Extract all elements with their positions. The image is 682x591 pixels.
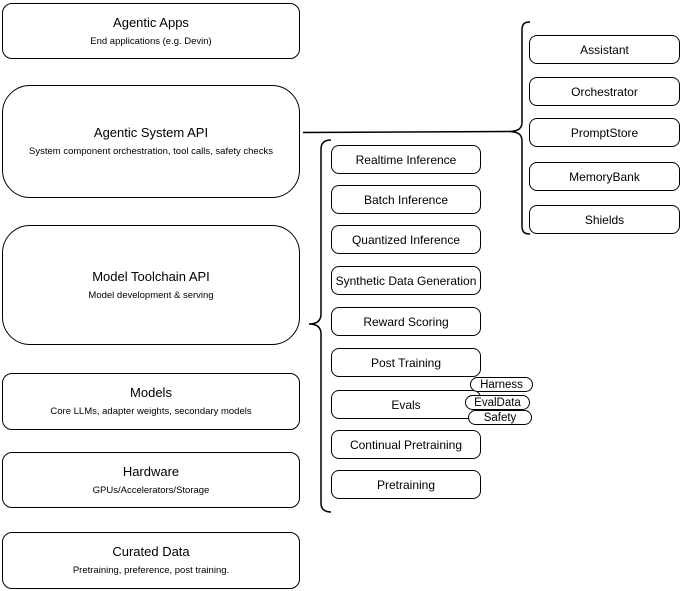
stack-box-models: Models Core LLMs, adapter weights, secon…: [2, 373, 300, 430]
toolchain-box-continual-pretraining: Continual Pretraining: [331, 430, 481, 459]
toolchain-box-quantized-inference: Quantized Inference: [331, 225, 481, 254]
component-box-promptstore: PromptStore: [529, 118, 680, 147]
box-subtitle: Pretraining, preference, post training.: [72, 565, 230, 576]
box-label: Continual Pretraining: [349, 437, 463, 452]
box-label: Assistant: [580, 42, 629, 57]
pill-label: Safety: [483, 411, 517, 424]
box-label: Realtime Inference: [355, 152, 457, 167]
pill-label: Harness: [480, 378, 523, 391]
component-box-shields: Shields: [529, 205, 680, 234]
eval-tag-evaldata: EvalData: [465, 395, 530, 410]
toolchain-box-batch-inference: Batch Inference: [331, 185, 481, 214]
box-title: Curated Data: [112, 544, 190, 559]
eval-tag-safety: Safety: [468, 410, 532, 425]
pill-label: EvalData: [474, 396, 521, 409]
toolchain-box-evals: Evals: [331, 390, 481, 419]
box-label: Orchestrator: [571, 84, 638, 99]
box-title: Hardware: [122, 463, 180, 479]
eval-tag-harness: Harness: [470, 377, 533, 392]
box-label: MemoryBank: [569, 169, 640, 184]
stack-box-agentic-system-api: Agentic System API System component orch…: [2, 85, 300, 198]
box-label: Pretraining: [376, 477, 436, 492]
box-label: PromptStore: [570, 125, 639, 140]
component-box-assistant: Assistant: [529, 35, 680, 64]
box-label: Evals: [391, 397, 421, 412]
box-label: Reward Scoring: [363, 314, 449, 329]
box-label: Shields: [584, 212, 625, 227]
stack-box-agentic-apps: Agentic Apps End applications (e.g. Devi…: [2, 3, 300, 59]
stack-box-model-toolchain-api: Model Toolchain API Model development & …: [2, 225, 300, 345]
toolchain-box-pretraining: Pretraining: [331, 470, 481, 499]
component-box-orchestrator: Orchestrator: [529, 77, 680, 106]
system-api-connector-line: [302, 130, 509, 134]
box-subtitle: End applications (e.g. Devin): [90, 35, 212, 47]
box-title: Model Toolchain API: [92, 268, 210, 284]
stack-box-curated-data: Curated Data Pretraining, preference, po…: [2, 532, 300, 589]
toolchain-brace: [308, 139, 332, 513]
toolchain-box-realtime-inference: Realtime Inference: [331, 145, 481, 174]
box-title: Agentic Apps: [113, 14, 189, 30]
toolchain-box-post-training: Post Training: [331, 348, 481, 377]
box-title: Models: [130, 385, 172, 400]
box-title: Agentic System API: [93, 125, 209, 140]
box-label: Post Training: [370, 355, 442, 370]
box-subtitle: GPUs/Accelerators/Storage: [92, 484, 210, 496]
system-components-brace: [507, 21, 531, 235]
box-label: Batch Inference: [363, 192, 449, 207]
box-subtitle: Model development & serving: [88, 289, 214, 301]
stack-box-hardware: Hardware GPUs/Accelerators/Storage: [2, 452, 300, 508]
box-label: Synthetic Data Generation: [335, 273, 477, 288]
box-subtitle: Core LLMs, adapter weights, secondary mo…: [50, 406, 252, 417]
box-subtitle: System component orchestration, tool cal…: [29, 146, 273, 157]
toolchain-box-synthetic-data-generation: Synthetic Data Generation: [331, 266, 481, 295]
box-label: Quantized Inference: [351, 232, 461, 247]
toolchain-box-reward-scoring: Reward Scoring: [331, 307, 481, 336]
component-box-memorybank: MemoryBank: [529, 162, 680, 191]
